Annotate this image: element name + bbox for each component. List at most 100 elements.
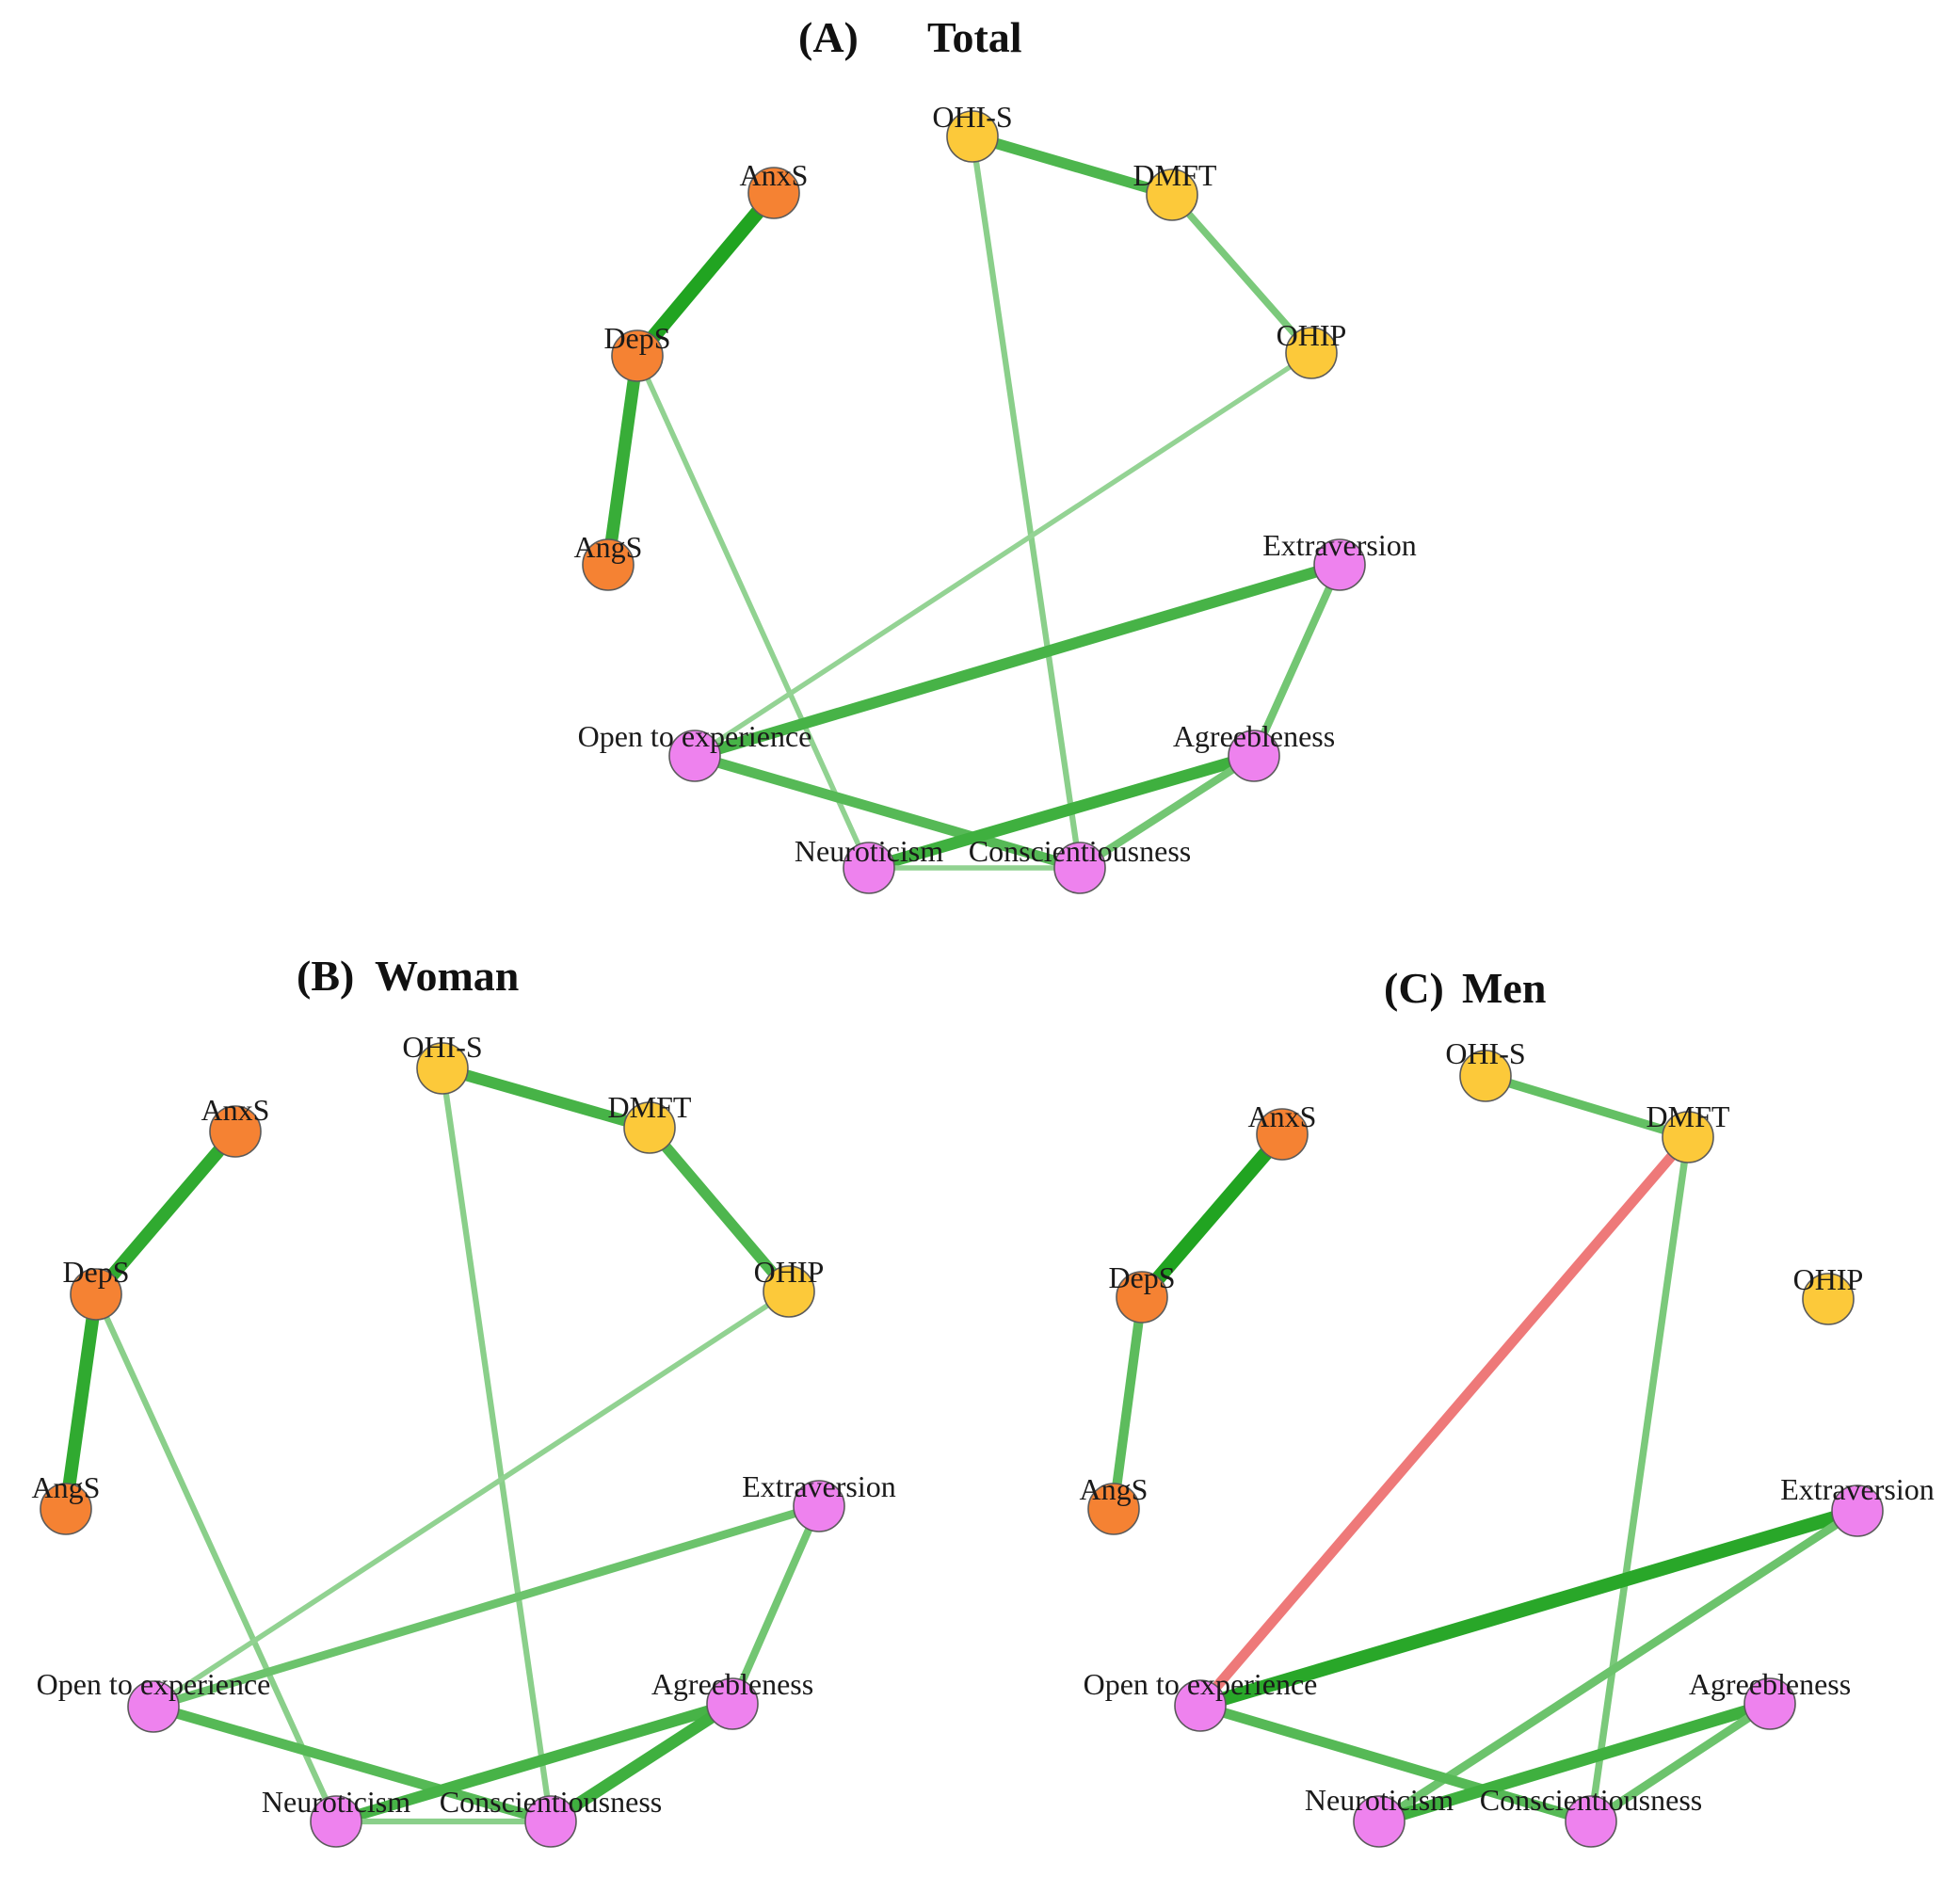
node-agreeableness <box>1743 1677 1796 1730</box>
node-label-conscientiousness: Conscientiousness <box>969 834 1191 868</box>
node-angs <box>1087 1483 1140 1535</box>
node-label-extraversion: Extraversion <box>1780 1472 1935 1506</box>
node-label-anxs: AnxS <box>201 1093 270 1127</box>
node-label-open: Open to experience <box>37 1667 271 1701</box>
edge-anxs-deps <box>630 185 781 363</box>
node-ohi-s <box>946 110 999 163</box>
node-label-extraversion: Extraversion <box>1262 528 1417 562</box>
node-label-ohip: OHIP <box>1277 318 1347 352</box>
edge-agreeableness-neuroticism <box>862 749 1261 874</box>
node-dmft <box>1662 1111 1714 1163</box>
node-deps <box>1116 1271 1168 1324</box>
node-label-angs: AngS <box>574 530 643 564</box>
edge-extraversion-open <box>149 1501 824 1711</box>
node-label-extraversion: Extraversion <box>742 1469 896 1503</box>
node-label-anxs: AnxS <box>740 158 809 192</box>
node-label-ohip: OHIP <box>754 1255 825 1289</box>
panel-c-nodes: AnxS DepS AngS OHI-S DMFT OHIP ExtraversionOpe… <box>1080 1036 1935 1848</box>
node-label-angs: AngS <box>1080 1472 1149 1506</box>
node-open <box>127 1680 180 1733</box>
node-deps <box>70 1268 122 1321</box>
node-label-conscientiousness: Conscientiousness <box>440 1785 662 1819</box>
edge-extraversion-agreeableness <box>1249 560 1344 761</box>
edge-dmft-open <box>1195 1131 1694 1711</box>
edge-deps-angs <box>59 1288 103 1516</box>
panel-b-edges <box>59 1062 824 1828</box>
node-ohi-s <box>416 1042 469 1095</box>
node-label-dmft: DMFT <box>608 1090 692 1124</box>
edge-extraversion-open <box>688 558 1346 762</box>
node-agreeableness <box>1228 730 1280 782</box>
node-agreeableness <box>706 1677 759 1730</box>
edge-ohip-open <box>151 1289 792 1709</box>
panel-c-title-letter: (C) <box>1384 964 1444 1012</box>
edge-deps-angs <box>1108 1291 1148 1515</box>
node-neuroticism <box>843 842 895 894</box>
node-label-anxs: AnxS <box>1248 1099 1317 1133</box>
edge-ohip-open <box>692 350 1314 759</box>
node-label-dmft: DMFT <box>1133 158 1217 192</box>
node-dmft <box>1146 168 1198 221</box>
panel-c-title-name: Men <box>1462 964 1546 1012</box>
edge-extraversion-open <box>1193 1503 1865 1713</box>
edge-ohi-s-dmft <box>967 131 1178 201</box>
panel-a-title-name: Total <box>927 13 1022 61</box>
node-label-deps: DepS <box>1108 1260 1175 1294</box>
panel-b-title-letter: (B) <box>297 952 354 1000</box>
node-label-open: Open to experience <box>578 719 812 753</box>
node-conscientiousness <box>1565 1795 1617 1848</box>
panel-b-title-name: Woman <box>375 952 519 1000</box>
edge-ohi-s-dmft <box>1481 1071 1693 1142</box>
node-ohip <box>1285 327 1338 379</box>
edge-dmft-conscientiousness <box>1587 1133 1692 1825</box>
node-label-neuroticism: Neuroticism <box>1305 1783 1454 1817</box>
node-label-open: Open to experience <box>1084 1667 1318 1701</box>
node-anxs <box>209 1105 262 1158</box>
edge-agreeableness-conscientiousness <box>544 1697 739 1828</box>
node-label-ohip: OHIP <box>1793 1262 1864 1296</box>
node-angs <box>40 1483 92 1535</box>
edge-open-conscientiousness <box>689 750 1085 874</box>
panel-c-edges <box>1108 1071 1865 1828</box>
node-neuroticism <box>310 1795 362 1848</box>
panel-a-nodes: AnxSDepSAngSOHI-SDMFTOHIPExtraversionOpe… <box>574 100 1417 894</box>
node-label-dmft: DMFT <box>1647 1099 1730 1133</box>
node-extraversion <box>793 1480 845 1532</box>
edge-agreeableness-neuroticism <box>329 1697 739 1828</box>
node-open <box>668 730 721 782</box>
node-dmft <box>623 1101 676 1154</box>
node-label-agreeableness: Agreebleness <box>651 1667 813 1701</box>
node-anxs <box>747 167 800 219</box>
node-label-conscientiousness: Conscientiousness <box>1480 1783 1702 1817</box>
edge-extraversion-neuroticism <box>1374 1506 1862 1826</box>
edge-deps-neuroticism <box>635 353 872 871</box>
edge-extraversion-agreeableness <box>728 1501 824 1709</box>
edge-deps-neuroticism <box>92 1291 340 1825</box>
edge-anxs-deps <box>89 1125 242 1301</box>
node-label-neuroticism: Neuroticism <box>262 1785 410 1819</box>
panel-c: (C) Men AnxS DepS AngS OHI-S DMFT OHIP Extrave… <box>1080 964 1935 1848</box>
edge-ohi-s-conscientiousness <box>439 1065 554 1825</box>
edge-agreeableness-conscientiousness <box>1075 751 1259 873</box>
node-label-ohi-s: OHI-S <box>402 1030 482 1064</box>
node-label-ohi-s: OHI-S <box>932 100 1012 134</box>
node-label-ohi-s: OHI-S <box>1445 1036 1525 1070</box>
node-ohip <box>763 1265 815 1318</box>
edge-ohi-s-dmft <box>436 1062 656 1134</box>
node-angs <box>582 538 635 591</box>
panel-a-edges <box>602 131 1346 874</box>
node-neuroticism <box>1353 1795 1406 1848</box>
node-label-deps: DepS <box>62 1255 129 1289</box>
edge-deps-angs <box>602 349 644 571</box>
edge-open-conscientiousness <box>148 1701 556 1827</box>
edge-open-conscientiousness <box>1195 1700 1597 1827</box>
node-deps <box>611 329 664 382</box>
node-conscientiousness <box>524 1795 577 1848</box>
node-label-agreeableness: Agreebleness <box>1689 1667 1851 1701</box>
node-label-angs: AngS <box>32 1470 101 1504</box>
node-anxs <box>1256 1108 1309 1161</box>
panel-a-title-letter: (A) <box>798 13 859 61</box>
panel-b-nodes: AnxS DepS AngS OHI-S DMFT OHIP ExtraversionOpe… <box>32 1030 896 1848</box>
node-ohi-s <box>1459 1050 1512 1102</box>
edge-anxs-deps <box>1134 1127 1290 1305</box>
